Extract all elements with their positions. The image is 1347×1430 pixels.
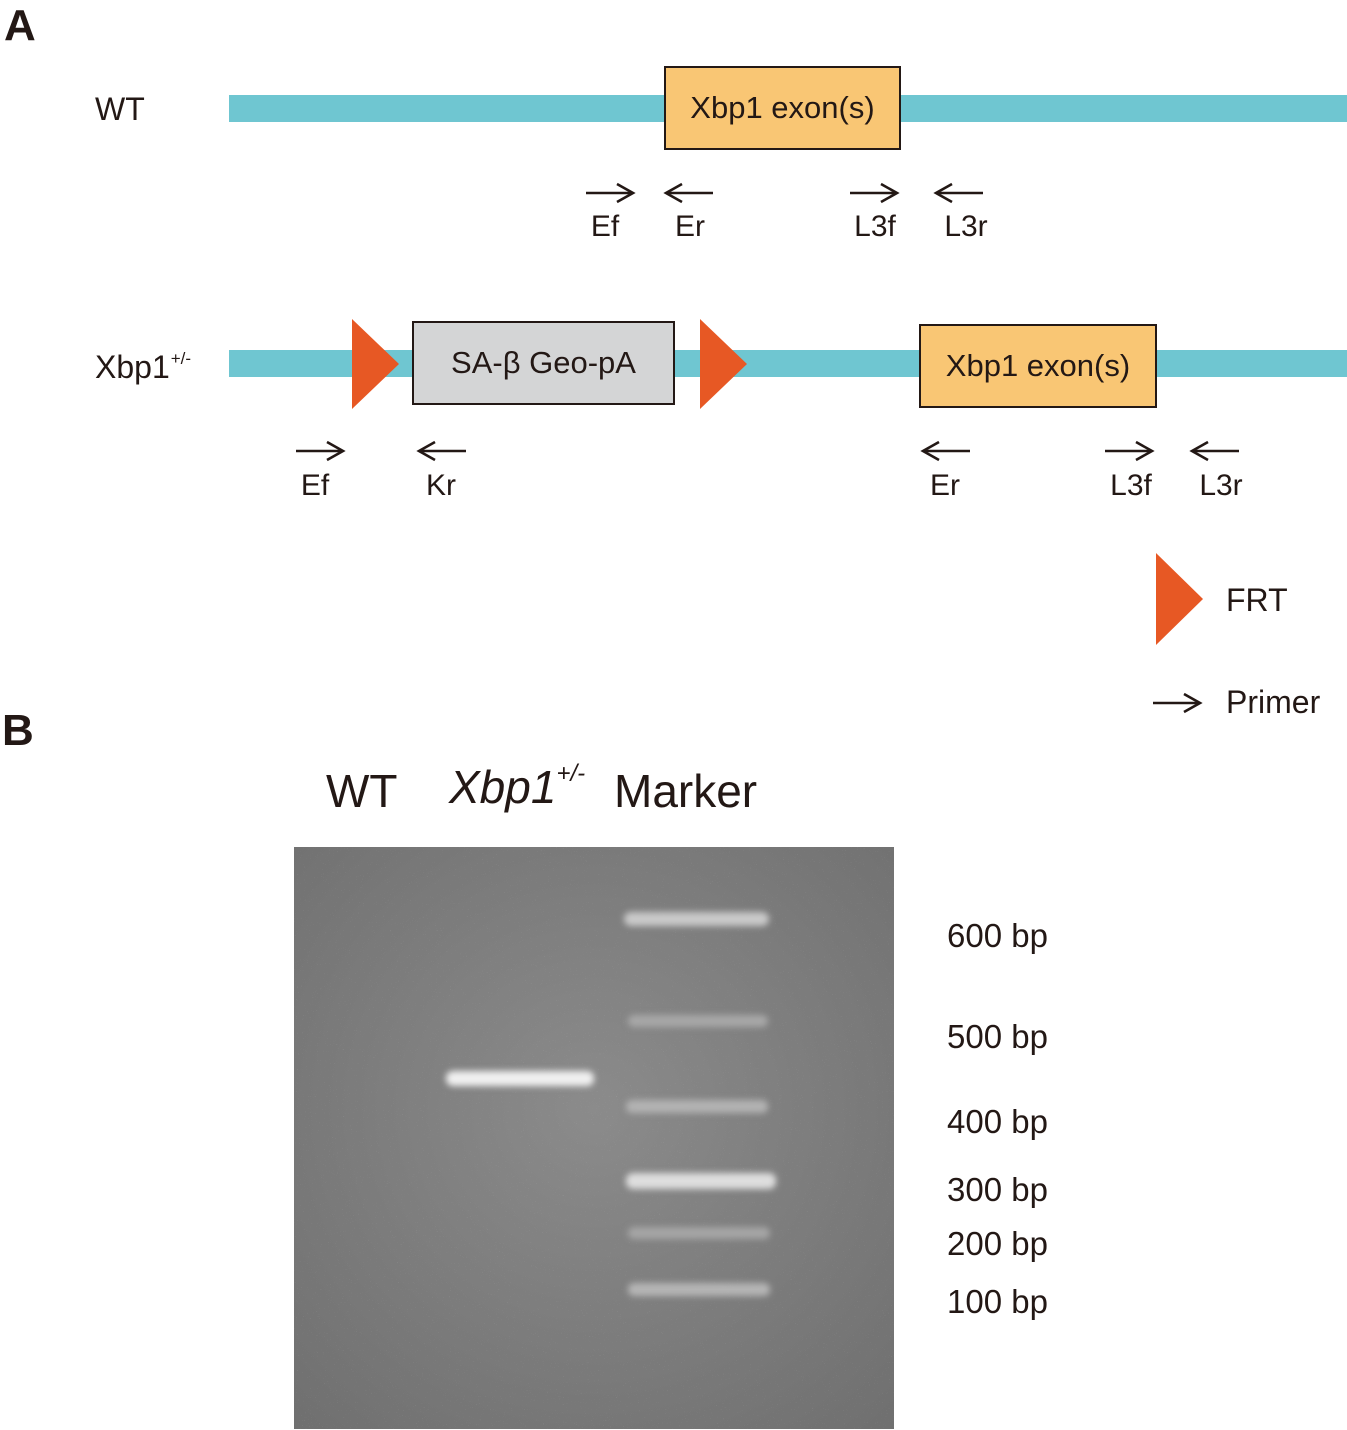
legend-frt-icon [1156, 553, 1203, 645]
lane-mutant-label: Xbp1+/- [449, 760, 586, 813]
lane-marker-label: Marker [614, 765, 758, 817]
marker-label-500: 500 bp [947, 1018, 1048, 1055]
frt-site-left-icon [352, 319, 399, 409]
mutant-primer-l3r-arrow-icon [1189, 440, 1239, 462]
cassette-label: SA-β Geo-pA [451, 345, 636, 380]
mutant-primer-er-label: Er [930, 469, 960, 502]
panel-a-letter: A [4, 1, 36, 50]
gel-band-mutant [446, 1071, 594, 1086]
wt-primer-l3f-arrow-icon [850, 182, 900, 204]
legend-primer-label: Primer [1226, 684, 1321, 720]
mutant-primer-kr-label: Kr [426, 469, 456, 502]
wt-primer-l3r-arrow-icon [933, 182, 983, 204]
wt-exon-label: Xbp1 exon(s) [690, 90, 875, 125]
gel-band-marker-300 [626, 1173, 776, 1189]
gel-band-marker-600 [624, 912, 769, 926]
marker-label-400: 400 bp [947, 1103, 1048, 1140]
gel-image [294, 847, 894, 1429]
gel-band-marker-100 [628, 1283, 770, 1296]
lane-wt-label: WT [326, 765, 398, 817]
wt-exon-box: Xbp1 exon(s) [664, 66, 901, 150]
mutant-primer-l3f-arrow-icon [1105, 440, 1155, 462]
wt-primer-er-label: Er [675, 210, 705, 243]
wt-primer-l3f-label: L3f [854, 210, 896, 243]
legend-frt-label: FRT [1226, 582, 1288, 618]
mutant-track-label: Xbp1+/- [95, 349, 192, 385]
panel-b-letter: B [2, 706, 34, 755]
legend-primer-arrow-icon [1153, 692, 1203, 714]
gel-band-marker-400 [626, 1100, 768, 1113]
mutant-primer-ef-label: Ef [300, 469, 330, 502]
wt-primer-ef-arrow-icon [586, 182, 636, 204]
mutant-primer-ef-arrow-icon [296, 440, 346, 462]
cassette-box: SA-β Geo-pA [412, 321, 675, 405]
wt-primer-ef-label: Ef [590, 210, 620, 243]
mutant-primer-l3f-label: L3f [1110, 469, 1152, 502]
mutant-exon-label: Xbp1 exon(s) [945, 348, 1131, 383]
gel-band-marker-500 [628, 1015, 768, 1027]
mutant-exon-box: Xbp1 exon(s) [919, 324, 1157, 408]
gel-band-marker-200 [628, 1227, 770, 1239]
marker-label-100: 100 bp [947, 1283, 1048, 1320]
wt-primer-l3r-label: L3r [944, 210, 988, 243]
wt-track-label: WT [95, 91, 145, 127]
mutant-primer-er-arrow-icon [920, 440, 970, 462]
mutant-primer-kr-arrow-icon [416, 440, 466, 462]
marker-label-200: 200 bp [947, 1225, 1048, 1262]
marker-label-600: 600 bp [947, 917, 1048, 954]
frt-site-right-icon [700, 319, 747, 409]
marker-label-300: 300 bp [947, 1171, 1048, 1208]
mutant-primer-l3r-label: L3r [1199, 469, 1243, 502]
wt-primer-er-arrow-icon [663, 182, 713, 204]
